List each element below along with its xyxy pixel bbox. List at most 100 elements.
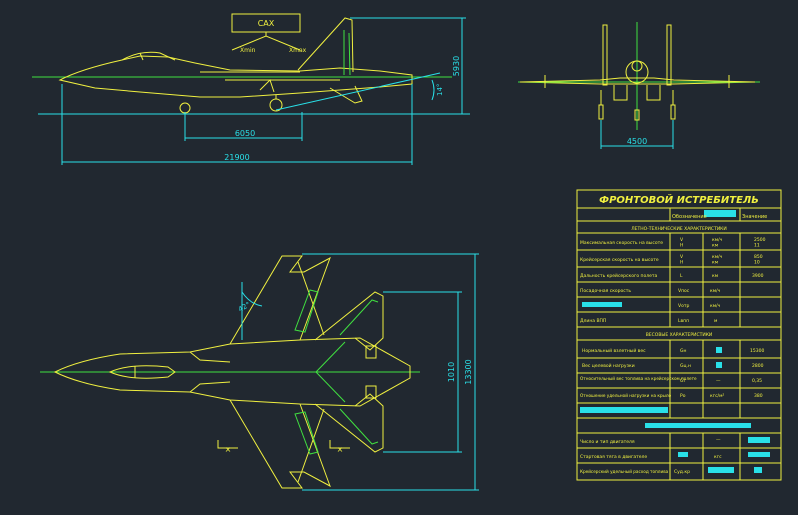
- spec-row-name: Максимальная скорость на высоте: [580, 240, 663, 246]
- front-gear-nose: [634, 109, 640, 121]
- top-nozzle-lower: [365, 385, 377, 399]
- top-stab-inner-l: [339, 408, 379, 445]
- spec-row-val: 2800: [752, 363, 764, 369]
- spec-section2: ВЕСОВЫЕ ХАРАКТЕРИСТИКИ: [646, 332, 713, 338]
- spec-row-name: Посадочная скорость: [580, 288, 631, 294]
- spec-title: ФРОНТОВОЙ ИСТРЕБИТЕЛЬ: [599, 193, 759, 206]
- front-gear-left: [598, 104, 604, 120]
- spec-row-unit: —: [716, 438, 721, 443]
- front-intake-right: [646, 85, 661, 101]
- dim-height-label: 5930: [452, 56, 461, 76]
- spec-fill: [716, 362, 722, 368]
- front-fin-left: [602, 24, 608, 86]
- top-vee-l: [315, 371, 346, 403]
- top-view: [40, 253, 479, 491]
- top-stab-inner-u: [339, 299, 379, 336]
- dim-length-label: 21900: [224, 153, 249, 162]
- spec-fill: [708, 467, 734, 473]
- sah-bracket: [231, 35, 301, 51]
- spec-row-val: 380: [754, 393, 763, 399]
- spec-row-unit: кгс/м²: [710, 393, 724, 399]
- spec-row-val: 3900: [752, 273, 764, 279]
- sah-label: САХ: [258, 19, 275, 28]
- spec-row-val: 0,35: [752, 378, 762, 384]
- front-fin-right: [666, 24, 672, 86]
- side-canopy: [121, 51, 176, 61]
- top-nozzle-upper: [365, 345, 377, 359]
- top-flap-lower: [294, 411, 319, 455]
- side-canopy-frame: [139, 52, 144, 61]
- spec-row-sym: Vотр: [678, 303, 689, 309]
- top-stab-lower: [314, 393, 384, 453]
- top-wing-edge-u: [297, 261, 325, 336]
- spec-table: [576, 189, 782, 481]
- top-vee-u: [315, 341, 346, 373]
- top-dim-span-label: 13300: [464, 359, 473, 384]
- top-section-label-r: ×: [337, 445, 344, 454]
- spec-row-name: Вес целевой нагрузки: [582, 362, 635, 369]
- spec-row-name: Длина ВПП: [580, 318, 606, 324]
- spec-fill: [716, 347, 722, 353]
- top-section-mark-l: [217, 440, 238, 449]
- top-wing-lower: [229, 399, 331, 489]
- top-fuselage: [53, 337, 411, 407]
- spec-row-name: Число и тип двигателя: [580, 439, 635, 445]
- side-cg-mark: [259, 79, 275, 93]
- spec-row-name: Крейсерский удельный расход топлива: [580, 469, 669, 474]
- front-canopy: [631, 60, 643, 72]
- spec-fill: [645, 423, 751, 428]
- front-view: [518, 22, 760, 149]
- side-rudder2: [348, 32, 351, 76]
- spec-row-sym: L: [680, 273, 683, 279]
- side-view: [32, 13, 470, 165]
- front-gear-right: [670, 104, 676, 120]
- top-section-label-l: ×: [225, 445, 232, 454]
- top-section-mark-r: [329, 440, 350, 449]
- side-fuselage: [58, 55, 413, 98]
- spec-fill: [582, 302, 622, 307]
- spec-fill: [704, 210, 736, 217]
- spec-row-sym: Суд.кр: [674, 469, 690, 475]
- top-sweep-arc: [241, 291, 263, 307]
- side-nose-wheel: [179, 102, 191, 114]
- front-dim-track-label: 4500: [627, 137, 647, 146]
- spec-row-name: Относительный вес топлива на крейсерском…: [580, 376, 697, 381]
- spec-row-unit: км: [712, 274, 718, 279]
- spec-row-sym: Ро: [680, 393, 686, 399]
- side-angle-arc: [431, 79, 435, 101]
- spec-fill: [748, 452, 770, 457]
- top-intake: [189, 351, 231, 393]
- spec-row-sym: Gт: [680, 378, 686, 384]
- spec-fill-blocks: [580, 210, 770, 473]
- spec-row-unit: м: [714, 319, 717, 324]
- spec-row-sym: Gц.н: [680, 363, 691, 369]
- spec-row-unit: кгс: [714, 455, 722, 460]
- xmax-label: Xmax: [289, 47, 307, 54]
- spec-row-name: Стартовая тяга в двигателе: [580, 454, 647, 460]
- side-angle-label: 14°: [436, 84, 444, 96]
- top-canopy: [108, 365, 176, 379]
- spec-section1: ЛЕТНО-ТЕХНИЧЕСКИЕ ХАРАКТЕРИСТИКИ: [631, 226, 727, 232]
- top-wing-upper: [229, 255, 331, 345]
- top-flap-upper: [294, 289, 319, 333]
- spec-fill: [748, 437, 770, 443]
- spec-row-name: Крейсерская скорость на высоте: [580, 256, 659, 263]
- spec-row-name: Отношение удельной нагрузки на крыло: [580, 393, 672, 398]
- spec-row-unit: км/ч: [710, 303, 721, 309]
- dim-wheelbase-label: 6050: [235, 129, 255, 138]
- front-intake-left: [613, 85, 628, 101]
- side-fin: [297, 17, 354, 73]
- spec-row-sym: Gн: [680, 348, 686, 354]
- spec-row-name: Нормальный взлетный вес: [582, 347, 646, 354]
- spec-header-left: Обозначение: [672, 214, 707, 220]
- spec-row-name: Дальность крейсерского полета: [580, 272, 657, 279]
- spec-row-sym: Vпос: [678, 288, 690, 294]
- spec-header-right: Значение: [742, 214, 767, 220]
- top-dim-tail-label: 1010: [447, 362, 456, 382]
- spec-row-unit: —: [716, 379, 721, 384]
- spec-row-unit: км/ч: [710, 288, 721, 294]
